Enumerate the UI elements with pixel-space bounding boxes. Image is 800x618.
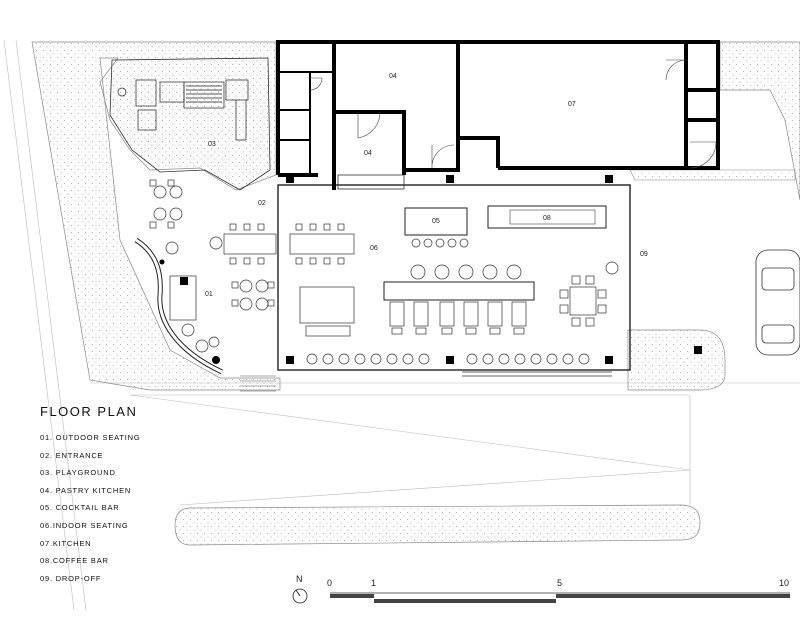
outdoor-tables	[149, 179, 275, 353]
counter	[337, 174, 405, 190]
label-06: 06	[370, 245, 378, 252]
playground-equipment	[117, 79, 249, 141]
entrance-steps	[240, 375, 276, 392]
legend-item: 04. PASTRY KITCHEN	[40, 485, 132, 495]
scale-bar: 0 1 5 10	[327, 578, 790, 603]
window-seats	[306, 353, 612, 377]
label-01: 01	[205, 291, 213, 298]
legend-item: 03. PLAYGROUND	[40, 468, 116, 478]
legend-item: 07.KITCHEN	[40, 538, 92, 548]
legend-item: 05. COCKTAIL BAR	[40, 503, 120, 513]
scale-10: 10	[779, 578, 789, 588]
service-walls	[278, 71, 334, 175]
south-curb	[627, 329, 726, 391]
legend-item: 02. ENTRANCE	[40, 450, 104, 460]
indoor-tables	[209, 223, 619, 337]
coffee-bar	[487, 205, 607, 229]
kitchen-walls	[276, 40, 720, 190]
legend-item: 08.COFFEE BAR	[40, 556, 109, 566]
legend-list: 01. OUTDOOR SEATING 02. ENTRANCE 03. PLA…	[40, 429, 240, 587]
scale-0: 0	[327, 578, 332, 588]
north-arrow-icon: N	[292, 574, 308, 604]
cocktail-bar	[404, 207, 468, 236]
columns	[180, 175, 702, 364]
scale-1: 1	[371, 578, 376, 588]
east-strip	[629, 169, 796, 181]
legend-item: 06.INDOOR SEATING	[40, 520, 129, 530]
label-07: 07	[568, 101, 576, 108]
label-03: 03	[208, 141, 216, 148]
label-04a: 04	[389, 73, 397, 80]
label-04b: 04	[364, 150, 372, 157]
east-landscape	[719, 41, 800, 201]
playground-area	[109, 57, 271, 191]
car	[755, 249, 800, 356]
scale-5: 5	[557, 578, 562, 588]
median-strip	[174, 504, 701, 546]
label-08: 08	[543, 215, 551, 222]
north-label: N	[296, 574, 303, 584]
indoor-hall	[277, 184, 631, 371]
label-05: 05	[432, 218, 440, 225]
label-02: 02	[258, 200, 266, 207]
central-counter	[383, 281, 535, 301]
legend-item: 01. OUTDOOR SEATING	[40, 433, 141, 442]
floor-plan-legend: FLOOR PLAN 01. OUTDOOR SEATING 02. ENTRA…	[40, 404, 240, 587]
label-09: 09	[640, 251, 648, 258]
legend-item: 09. DROP-OFF	[40, 573, 102, 583]
bar-stools	[411, 238, 469, 248]
legend-title: FLOOR PLAN	[40, 404, 138, 419]
door-swings	[309, 59, 717, 169]
